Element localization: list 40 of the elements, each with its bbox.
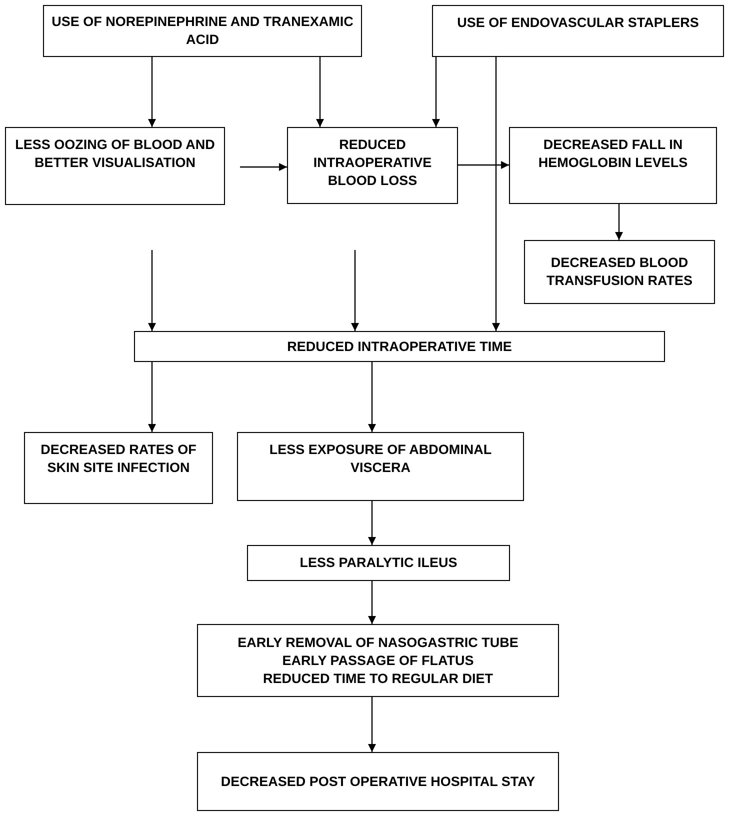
box-text: REDUCED INTRAOPERATIVE TIME (287, 338, 512, 356)
process-box (432, 5, 724, 57)
box-text: LESS OOZING OF BLOOD AND BETTER VISUALISATION (14, 136, 216, 172)
box-text: DECREASED BLOOD TRANSFUSION RATES (545, 254, 694, 290)
process-box (524, 240, 715, 304)
arrow (240, 163, 287, 171)
arrow (368, 501, 376, 545)
process-box (287, 127, 458, 204)
process-box (43, 5, 362, 57)
arrow (615, 204, 623, 240)
arrow (458, 161, 509, 169)
arrow (148, 57, 156, 127)
box-text: USE OF NOREPINEPHRINE AND TRANEXAMIC ACID (50, 13, 354, 49)
process-box (509, 127, 717, 204)
box-text: EARLY REMOVAL OF NASOGASTRIC TUBE (238, 634, 518, 652)
arrow (368, 362, 376, 432)
arrow (351, 250, 359, 331)
box-text: DECREASED RATES OF SKIN SITE INFECTION (40, 441, 198, 477)
box-text: DECREASED FALL IN HEMOGLOBIN LEVELS (537, 136, 689, 172)
box-text: EARLY PASSAGE OF FLATUS (282, 652, 474, 670)
arrow (368, 697, 376, 752)
box-text: LESS EXPOSURE OF ABDOMINAL VISCERA (268, 441, 493, 477)
arrow (316, 57, 324, 127)
box-text: USE OF ENDOVASCULAR STAPLERS (457, 14, 699, 32)
process-box (247, 545, 510, 581)
process-box (24, 432, 213, 504)
process-box (197, 624, 559, 697)
arrow (368, 581, 376, 624)
process-box (197, 752, 559, 811)
process-box (134, 331, 665, 362)
process-box (5, 127, 225, 205)
box-text: DECREASED POST OPERATIVE HOSPITAL STAY (220, 772, 536, 790)
arrow (148, 250, 156, 331)
box-text: LESS PARALYTIC ILEUS (300, 554, 458, 572)
process-box (237, 432, 524, 501)
box-text: REDUCED TIME TO REGULAR DIET (262, 670, 493, 688)
arrow (148, 362, 156, 432)
arrow (432, 57, 440, 127)
box-text: REDUCED INTRAOPERATIVE BLOOD LOSS (312, 136, 433, 190)
arrow (492, 57, 500, 331)
